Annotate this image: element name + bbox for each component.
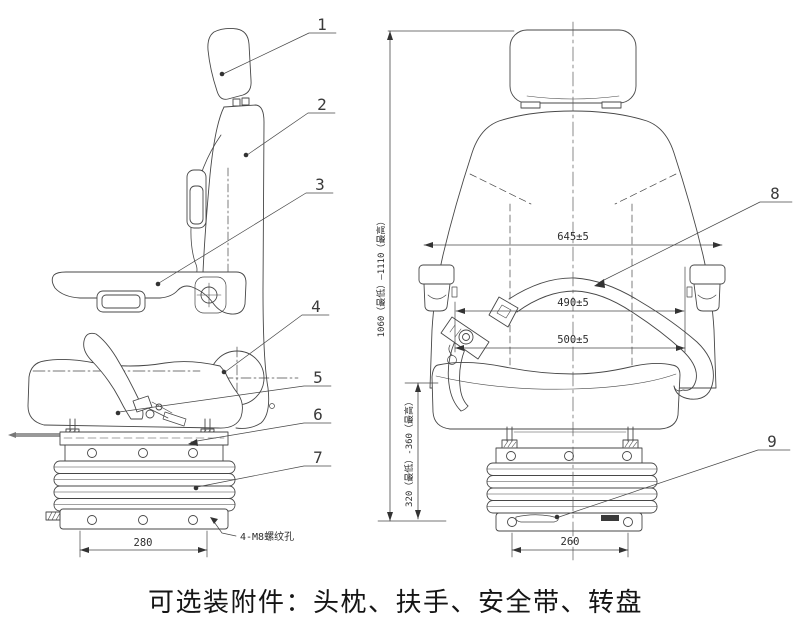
dim-front-base-width-label: 260 (561, 536, 580, 548)
callout-9: 9 (554, 432, 791, 520)
caption: 可选装附件：头枕、扶手、安全带、转盘 (148, 587, 644, 617)
mount-hole-note: 4-M8螺纹孔 (210, 517, 294, 543)
side-view: 280 4-M8螺纹孔 1 2 3 4 5 (8, 15, 337, 558)
front-base (495, 512, 643, 532)
dim-armrest-span-label: 490±5 (557, 297, 589, 309)
svg-text:1: 1 (317, 15, 327, 34)
svg-text:8: 8 (770, 184, 780, 203)
dim-side-base-width-label: 280 (134, 537, 153, 549)
front-suspension (495, 426, 643, 464)
callout-5: 5 (115, 368, 332, 416)
technical-drawing: 280 4-M8螺纹孔 1 2 3 4 5 (8, 15, 793, 561)
seat-drawing-svg: 280 4-M8螺纹孔 1 2 3 4 5 (8, 15, 793, 561)
side-backrest (190, 104, 270, 429)
callout-1: 1 (219, 15, 337, 77)
side-seat-pan (51, 271, 247, 315)
dim-cushion-width-label: 500±5 (557, 334, 589, 346)
svg-text:7: 7 (313, 448, 323, 467)
side-armrest (186, 169, 207, 229)
side-seatbelt (83, 332, 187, 427)
callout-4: 4 (221, 297, 330, 375)
dimension-suspension-height: 320（最低）-360（最高） (403, 382, 439, 520)
svg-text:2: 2 (317, 95, 327, 114)
svg-text:3: 3 (315, 175, 325, 194)
dim-backrest-width-label: 645±5 (557, 231, 589, 243)
side-suspension (8, 418, 229, 462)
front-view: 645±5 490±5 500±5 1060（最低）—1110（最高） 320（… (375, 21, 793, 561)
dimension-overall-height: 1060（最低）—1110（最高） (375, 30, 515, 522)
dimension-front-base-width: 260 (511, 532, 629, 558)
svg-text:9: 9 (767, 432, 777, 451)
callout-7: 7 (193, 448, 332, 491)
front-armrest-right (686, 264, 726, 312)
side-bellows (53, 460, 236, 512)
front-cushion (431, 361, 681, 430)
side-base (45, 508, 229, 530)
dim-suspension-height-label: 320（最低）-360（最高） (403, 397, 415, 507)
dimension-cushion-width: 500±5 (454, 334, 686, 351)
dimension-backrest-width: 645±5 (423, 231, 723, 248)
side-headrest (207, 27, 252, 107)
callout-8: 8 (594, 184, 793, 288)
dimension-armrest-span: 490±5 (454, 266, 686, 353)
callout-6: 6 (188, 405, 332, 446)
svg-text:5: 5 (313, 368, 323, 387)
callout-3: 3 (155, 175, 334, 287)
dim-overall-height-label: 1060（最低）—1110（最高） (375, 217, 387, 338)
front-bellows (486, 462, 658, 514)
svg-text:6: 6 (313, 405, 323, 424)
callout-2: 2 (243, 95, 336, 158)
svg-text:4: 4 (311, 297, 321, 316)
mount-hole-note-label: 4-M8螺纹孔 (240, 530, 294, 543)
front-armrest-left (418, 264, 458, 312)
dimension-side-base-width: 280 (79, 530, 208, 558)
